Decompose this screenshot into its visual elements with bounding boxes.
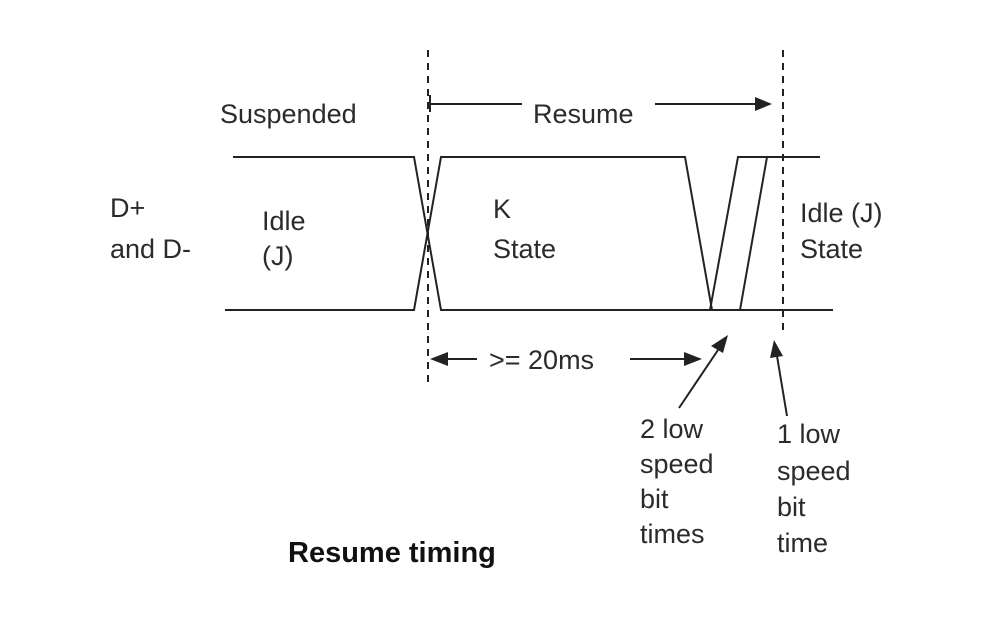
one-bit-label-line2: speed — [777, 456, 851, 486]
k-state-label-line2: State — [493, 234, 556, 264]
duration-arrowhead-left — [430, 352, 448, 366]
one-bit-pointer-line — [776, 355, 788, 417]
idle-j-label-line1: Idle — [262, 206, 306, 236]
two-bit-label-line4: times — [640, 519, 705, 549]
diagram-caption: Resume timing — [288, 537, 496, 569]
idle-j-state-label-line2: State — [800, 234, 863, 264]
two-bit-pointer-line — [678, 349, 719, 409]
two-bit-label-line3: bit — [640, 484, 669, 514]
waveform-upper — [233, 156, 820, 311]
two-bit-pointer-arrowhead — [711, 335, 728, 353]
resume-arrowhead — [755, 97, 772, 111]
two-bit-label-line1: 2 low — [640, 414, 704, 444]
resume-label: Resume — [533, 99, 634, 129]
one-bit-label-line4: time — [777, 528, 828, 558]
one-bit-pointer-arrowhead — [770, 340, 783, 358]
two-bit-label-line2: speed — [640, 449, 714, 479]
signal-label-line1: D+ — [110, 193, 145, 223]
duration-label: >= 20ms — [489, 345, 594, 375]
suspended-label: Suspended — [220, 99, 357, 129]
one-bit-label-line1: 1 low — [777, 419, 841, 449]
one-bit-label-line3: bit — [777, 492, 806, 522]
signal-label-line2: and D- — [110, 234, 191, 264]
idle-j-state-label-line1: Idle (J) — [800, 198, 883, 228]
idle-j-label-line2: (J) — [262, 241, 293, 271]
duration-arrowhead-right — [684, 352, 702, 366]
k-state-label-line1: K — [493, 194, 511, 224]
